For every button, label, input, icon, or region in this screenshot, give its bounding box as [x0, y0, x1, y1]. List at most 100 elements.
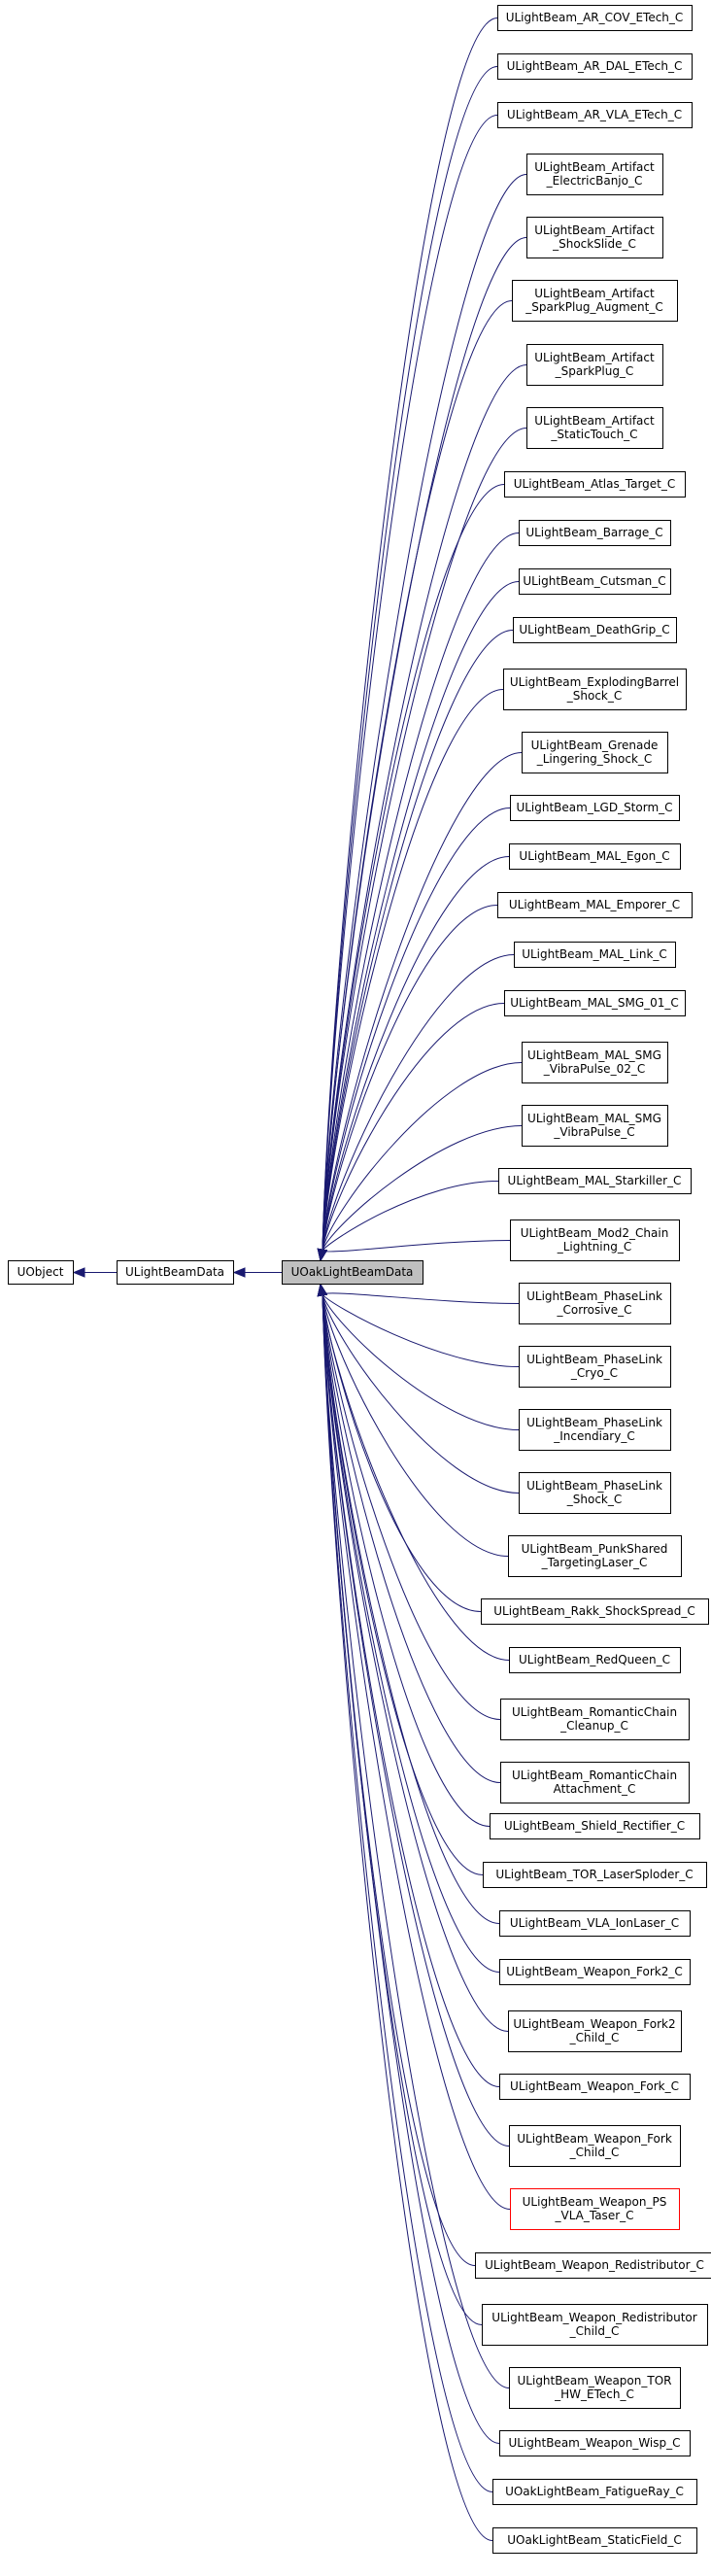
node-box: [526, 344, 663, 386]
class-node-ulightbeam-artifact-sparkplug-c[interactable]: ULightBeam_Artifact_SparkPlug_C: [526, 344, 663, 386]
class-node-ulightbeam-weapon-redistributor-child-c[interactable]: ULightBeam_Weapon_Redistributor_Child_C: [482, 2304, 708, 2346]
inheritance-edge: [322, 1293, 510, 2147]
class-node-ulightbeam-deathgrip-c[interactable]: ULightBeam_DeathGrip_C: [513, 617, 677, 643]
class-node-ulightbeam-weapon-fork-child-c[interactable]: ULightBeam_Weapon_Fork_Child_C: [509, 2125, 681, 2167]
node-label-line: ULightBeam_MAL_SMG: [527, 1112, 661, 1125]
class-node-ulightbeam-vla-ionlaser-c[interactable]: ULightBeam_VLA_IonLaser_C: [499, 1910, 691, 1937]
node-label-line: ULightBeam_Weapon_Redistributor_C: [485, 2258, 704, 2272]
class-node-ulightbeam-romanticchain-cleanup-c[interactable]: ULightBeam_RomanticChain_Cleanup_C: [500, 1699, 690, 1740]
class-node-ulightbeam-mal-link-c[interactable]: ULightBeam_MAL_Link_C: [514, 942, 676, 968]
node-label-line: ULightBeam_PhaseLink: [526, 1479, 662, 1493]
node-label-line: ULightBeam_Weapon_Wisp_C: [508, 2436, 680, 2450]
class-node-ulightbeam-redqueen-c[interactable]: ULightBeam_RedQueen_C: [509, 1647, 681, 1673]
node-box: [509, 843, 681, 870]
class-node-ulightbeam-phaselink-corrosive-c[interactable]: ULightBeam_PhaseLink_Corrosive_C: [519, 1283, 671, 1324]
class-node-ulightbeam-mal-emporer-c[interactable]: ULightBeam_MAL_Emporer_C: [497, 892, 693, 918]
node-box: [509, 2125, 681, 2167]
node-box: [498, 1168, 692, 1194]
class-node-ulightbeam-artifact-electricbanjo-c[interactable]: ULightBeam_Artifact_ElectricBanjo_C: [526, 154, 663, 195]
node-box: [497, 53, 693, 80]
node-box: [282, 1260, 423, 1285]
class-node-uoaklightbeam-fatigueray-c[interactable]: UOakLightBeam_FatigueRay_C: [492, 2479, 697, 2505]
node-label-line: ULightBeam_RomanticChain: [512, 1705, 677, 1719]
inheritance-edge: [322, 1293, 520, 1367]
inheritance-edge: [322, 1293, 509, 2032]
inheritance-edge: [322, 689, 504, 1252]
class-node-ulightbeam-weapon-fork-c[interactable]: ULightBeam_Weapon_Fork_C: [499, 2074, 691, 2100]
node-box: [499, 2430, 691, 2456]
class-node-ulightbeam-weapon-ps-vla-taser-c[interactable]: ULightBeam_Weapon_PS_VLA_Taser_C: [510, 2188, 680, 2230]
class-node-ulightbeam-mal-egon-c[interactable]: ULightBeam_MAL_Egon_C: [509, 843, 681, 870]
class-node-ulightbeam-phaselink-shock-c[interactable]: ULightBeam_PhaseLink_Shock_C: [519, 1472, 671, 1514]
node-box: [499, 1959, 691, 1985]
class-node-ulightbeam-explodingbarrel-shock-c[interactable]: ULightBeam_ExplodingBarrel_Shock_C: [503, 669, 687, 710]
node-label-line: _Incendiary_C: [553, 1429, 634, 1443]
node-label-line: ULightBeam_Grenade: [531, 738, 659, 752]
class-node-ulightbeam-cutsman-c[interactable]: ULightBeam_Cutsman_C: [519, 568, 671, 595]
inheritance-edge: [322, 428, 527, 1252]
node-label-line: Attachment_C: [554, 1782, 636, 1796]
inheritance-edge: [322, 856, 510, 1252]
class-node-ulightbeam-artifact-shockslide-c[interactable]: ULightBeam_Artifact_ShockSlide_C: [526, 217, 663, 258]
class-node-ulightbeamdata[interactable]: ULightBeamData: [117, 1260, 234, 1285]
class-node-ulightbeam-weapon-redistributor-c[interactable]: ULightBeam_Weapon_Redistributor_C: [475, 2252, 711, 2279]
class-node-ulightbeam-phaselink-incendiary-c[interactable]: ULightBeam_PhaseLink_Incendiary_C: [519, 1409, 671, 1451]
class-node-ulightbeam-ar-vla-etech-c[interactable]: ULightBeam_AR_VLA_ETech_C: [497, 102, 693, 128]
node-label-line: ULightBeam_MAL_Emporer_C: [509, 898, 680, 911]
inheritance-edge: [322, 532, 520, 1252]
node-label-line: ULightBeam_Weapon_Fork_C: [510, 2079, 679, 2093]
node-box: [492, 2479, 697, 2505]
class-node-uoaklightbeam-staticfield-c[interactable]: UOakLightBeam_StaticField_C: [492, 2527, 697, 2554]
node-label-line: _VibraPulse_02_C: [543, 1062, 645, 1076]
node-box: [519, 1283, 671, 1324]
class-node-uobject[interactable]: UObject: [8, 1260, 74, 1285]
node-box: [497, 102, 693, 128]
node-box: [500, 1699, 690, 1740]
class-node-ulightbeam-shield-rectifier-c[interactable]: ULightBeam_Shield_Rectifier_C: [490, 1813, 700, 1839]
class-node-ulightbeam-atlas-target-c[interactable]: ULightBeam_Atlas_Target_C: [504, 471, 686, 498]
class-node-ulightbeam-barrage-c[interactable]: ULightBeam_Barrage_C: [519, 520, 671, 546]
node-box: [513, 617, 677, 643]
inheritance-edge: [322, 1293, 500, 2444]
class-node-ulightbeam-artifact-sparkplug-augment-c[interactable]: ULightBeam_Artifact_SparkPlug_Augment_C: [512, 280, 678, 322]
node-label-line: _Corrosive_C: [557, 1303, 632, 1317]
inheritance-edge: [322, 115, 498, 1252]
class-node-ulightbeam-ar-dal-etech-c[interactable]: ULightBeam_AR_DAL_ETech_C: [497, 53, 693, 80]
node-box: [510, 2188, 680, 2230]
class-node-ulightbeam-punkshared-targetinglaser-c[interactable]: ULightBeam_PunkShared_TargetingLaser_C: [508, 1535, 682, 1577]
node-label-line: _ElectricBanjo_C: [546, 174, 643, 188]
class-node-ulightbeam-grenade-lingering-shock-c[interactable]: ULightBeam_Grenade_Lingering_Shock_C: [522, 732, 668, 773]
class-node-ulightbeam-artifact-statictouch-c[interactable]: ULightBeam_Artifact_StaticTouch_C: [526, 407, 663, 449]
class-node-ulightbeam-rakk-shockspread-c[interactable]: ULightBeam_Rakk_ShockSpread_C: [481, 1598, 709, 1625]
class-node-ulightbeam-weapon-wisp-c[interactable]: ULightBeam_Weapon_Wisp_C: [499, 2430, 691, 2456]
class-node-ulightbeam-mal-smg-vibrapulse-02-c[interactable]: ULightBeam_MAL_SMG_VibraPulse_02_C: [522, 1042, 668, 1083]
node-box: [522, 732, 668, 773]
class-node-ulightbeam-ar-cov-etech-c[interactable]: ULightBeam_AR_COV_ETech_C: [497, 5, 693, 31]
node-box: [509, 1647, 681, 1673]
node-label-line: _Shock_C: [566, 689, 623, 703]
class-node-ulightbeam-tor-lasersploder-c[interactable]: ULightBeam_TOR_LaserSploder_C: [483, 1862, 707, 1888]
class-node-ulightbeam-phaselink-cryo-c[interactable]: ULightBeam_PhaseLink_Cryo_C: [519, 1346, 671, 1388]
inheritance-edge: [322, 1293, 509, 1557]
class-node-ulightbeam-lgd-storm-c[interactable]: ULightBeam_LGD_Storm_C: [510, 795, 680, 821]
class-node-ulightbeam-mod2-chain-lightning-c[interactable]: ULightBeam_Mod2_Chain_Lightning_C: [510, 1219, 680, 1261]
node-label-line: _Shock_C: [566, 1493, 623, 1506]
node-label-line: UOakLightBeam_FatigueRay_C: [505, 2485, 684, 2498]
node-label-line: ULightBeam_Artifact: [534, 351, 655, 364]
node-label-line: ULightBeam_Weapon_PS: [523, 2195, 667, 2209]
class-node-ulightbeam-weapon-fork2-child-c[interactable]: ULightBeam_Weapon_Fork2_Child_C: [508, 2010, 682, 2052]
class-node-ulightbeam-mal-smg-01-c[interactable]: ULightBeam_MAL_SMG_01_C: [504, 990, 686, 1016]
class-node-ulightbeam-weapon-tor-hw-etech-c[interactable]: ULightBeam_Weapon_TOR_HW_ETech_C: [509, 2367, 681, 2409]
inheritance-edge: [322, 1003, 505, 1252]
node-label-line: ULightBeam_Rakk_ShockSpread_C: [493, 1604, 694, 1618]
node-label-line: ULightBeam_MAL_Link_C: [522, 947, 667, 961]
node-label-line: ULightBeam_ExplodingBarrel: [510, 675, 679, 689]
class-node-ulightbeam-mal-starkiller-c[interactable]: ULightBeam_MAL_Starkiller_C: [498, 1168, 692, 1194]
class-node-ulightbeam-mal-smg-vibrapulse-c[interactable]: ULightBeam_MAL_SMG_VibraPulse_C: [522, 1105, 668, 1147]
inheritance-edge: [322, 1293, 491, 1827]
inheritance-arrow: [317, 1283, 328, 1297]
node-label-line: ULightBeam_Artifact: [534, 287, 655, 300]
class-node-ulightbeam-weapon-fork2-c[interactable]: ULightBeam_Weapon_Fork2_C: [499, 1959, 691, 1985]
node-label-line: ULightBeam_Weapon_Fork2: [513, 2017, 675, 2031]
